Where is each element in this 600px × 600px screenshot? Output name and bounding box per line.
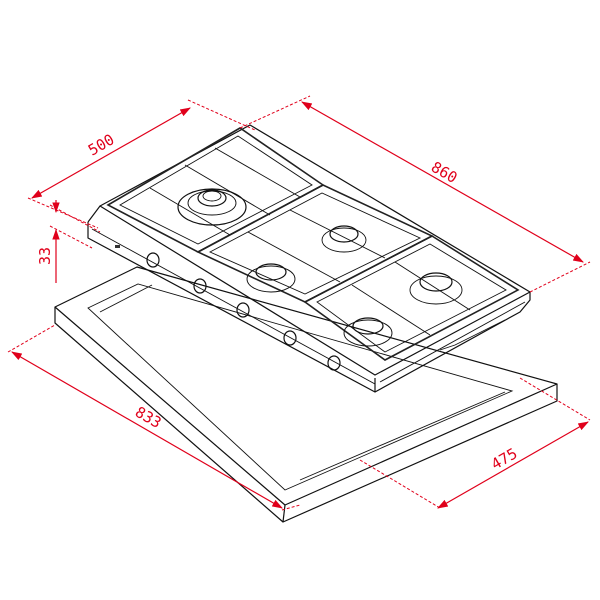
dimension-475: 475	[359, 377, 591, 509]
knob-4	[283, 330, 297, 346]
grate-right	[303, 235, 520, 361]
dimension-833: 833	[7, 324, 301, 511]
burner-front-middle	[246, 263, 296, 293]
knob-5	[327, 355, 341, 371]
knob-1	[146, 252, 160, 268]
hob-body	[87, 124, 531, 393]
dimension-33: 33	[36, 200, 101, 283]
knob-3	[236, 302, 250, 318]
burner-rear-right	[409, 272, 463, 305]
knob-2	[193, 278, 207, 294]
burner-wok	[177, 188, 247, 226]
dim-label-500: 500	[85, 130, 117, 159]
countertop-cutout	[54, 266, 558, 523]
grate-middle	[196, 184, 434, 303]
dimension-860: 860	[239, 95, 591, 293]
dim-label-475: 475	[488, 444, 520, 473]
dimension-500: 500	[27, 99, 256, 229]
control-knobs	[115, 245, 341, 371]
dim-label-860: 860	[428, 158, 460, 187]
dim-label-833: 833	[132, 403, 164, 432]
burner-front-right	[343, 317, 393, 347]
dim-label-33: 33	[36, 247, 54, 265]
brand-logo	[115, 245, 120, 248]
